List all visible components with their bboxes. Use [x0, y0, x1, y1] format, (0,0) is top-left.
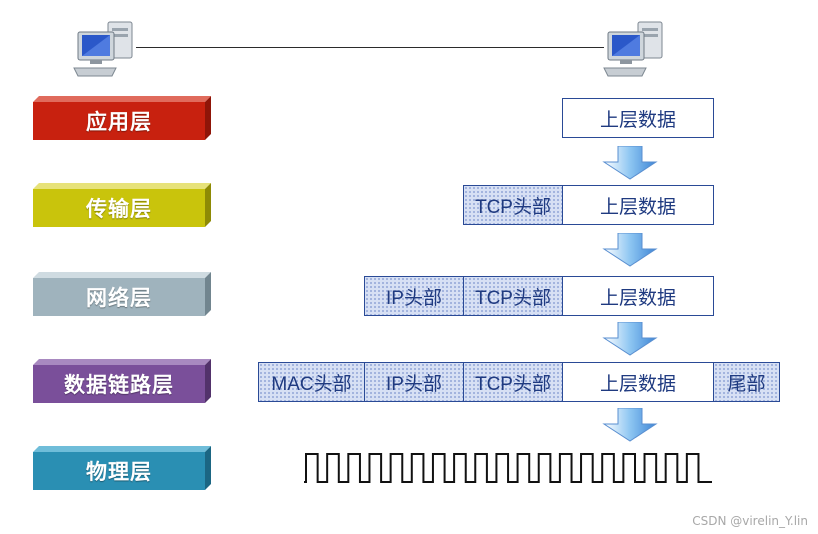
layer-side-face — [205, 359, 211, 403]
down-arrow-icon — [602, 408, 658, 442]
upper-data-box: 上层数据 — [562, 98, 714, 138]
down-arrow-icon — [602, 322, 658, 356]
tcp-header-box: TCP头部 — [463, 362, 563, 402]
network-link-line — [136, 47, 604, 48]
layer-application: 应用层 — [33, 96, 211, 142]
square-wave-path — [304, 453, 712, 483]
computer-icon-right — [602, 18, 668, 78]
layer-side-face — [205, 183, 211, 227]
down-arrow-icon — [602, 146, 658, 180]
physical-signal-waveform — [304, 448, 712, 488]
layer-side-face — [205, 272, 211, 316]
ip-header-box: IP头部 — [364, 362, 464, 402]
layer-side-face — [205, 96, 211, 140]
layer-transport: 传输层 — [33, 183, 211, 229]
upper-data-box: 上层数据 — [562, 185, 714, 225]
down-arrow-icon — [602, 233, 658, 267]
upper-data-box: 上层数据 — [562, 362, 714, 402]
layer-label: 网络层 — [33, 278, 205, 316]
layer-datalink: 数据链路层 — [33, 359, 211, 405]
ip-header-box: IP头部 — [364, 276, 464, 316]
tcp-header-box: TCP头部 — [463, 185, 563, 225]
upper-data-box: 上层数据 — [562, 276, 714, 316]
mac-header-box: MAC头部 — [258, 362, 365, 402]
trailer-box: 尾部 — [713, 362, 780, 402]
computer-icon-left — [72, 18, 138, 78]
layer-label: 应用层 — [33, 102, 205, 140]
layer-side-face — [205, 446, 211, 490]
layer-top-face — [33, 272, 211, 278]
tcp-header-box: TCP头部 — [463, 276, 563, 316]
layer-label: 物理层 — [33, 452, 205, 490]
layer-top-face — [33, 96, 211, 102]
layer-top-face — [33, 446, 211, 452]
layer-network: 网络层 — [33, 272, 211, 318]
layer-label: 数据链路层 — [33, 365, 205, 403]
layer-top-face — [33, 183, 211, 189]
layer-top-face — [33, 359, 211, 365]
watermark: CSDN @virelin_Y.lin — [692, 514, 808, 528]
layer-physical: 物理层 — [33, 446, 211, 492]
layer-label: 传输层 — [33, 189, 205, 227]
